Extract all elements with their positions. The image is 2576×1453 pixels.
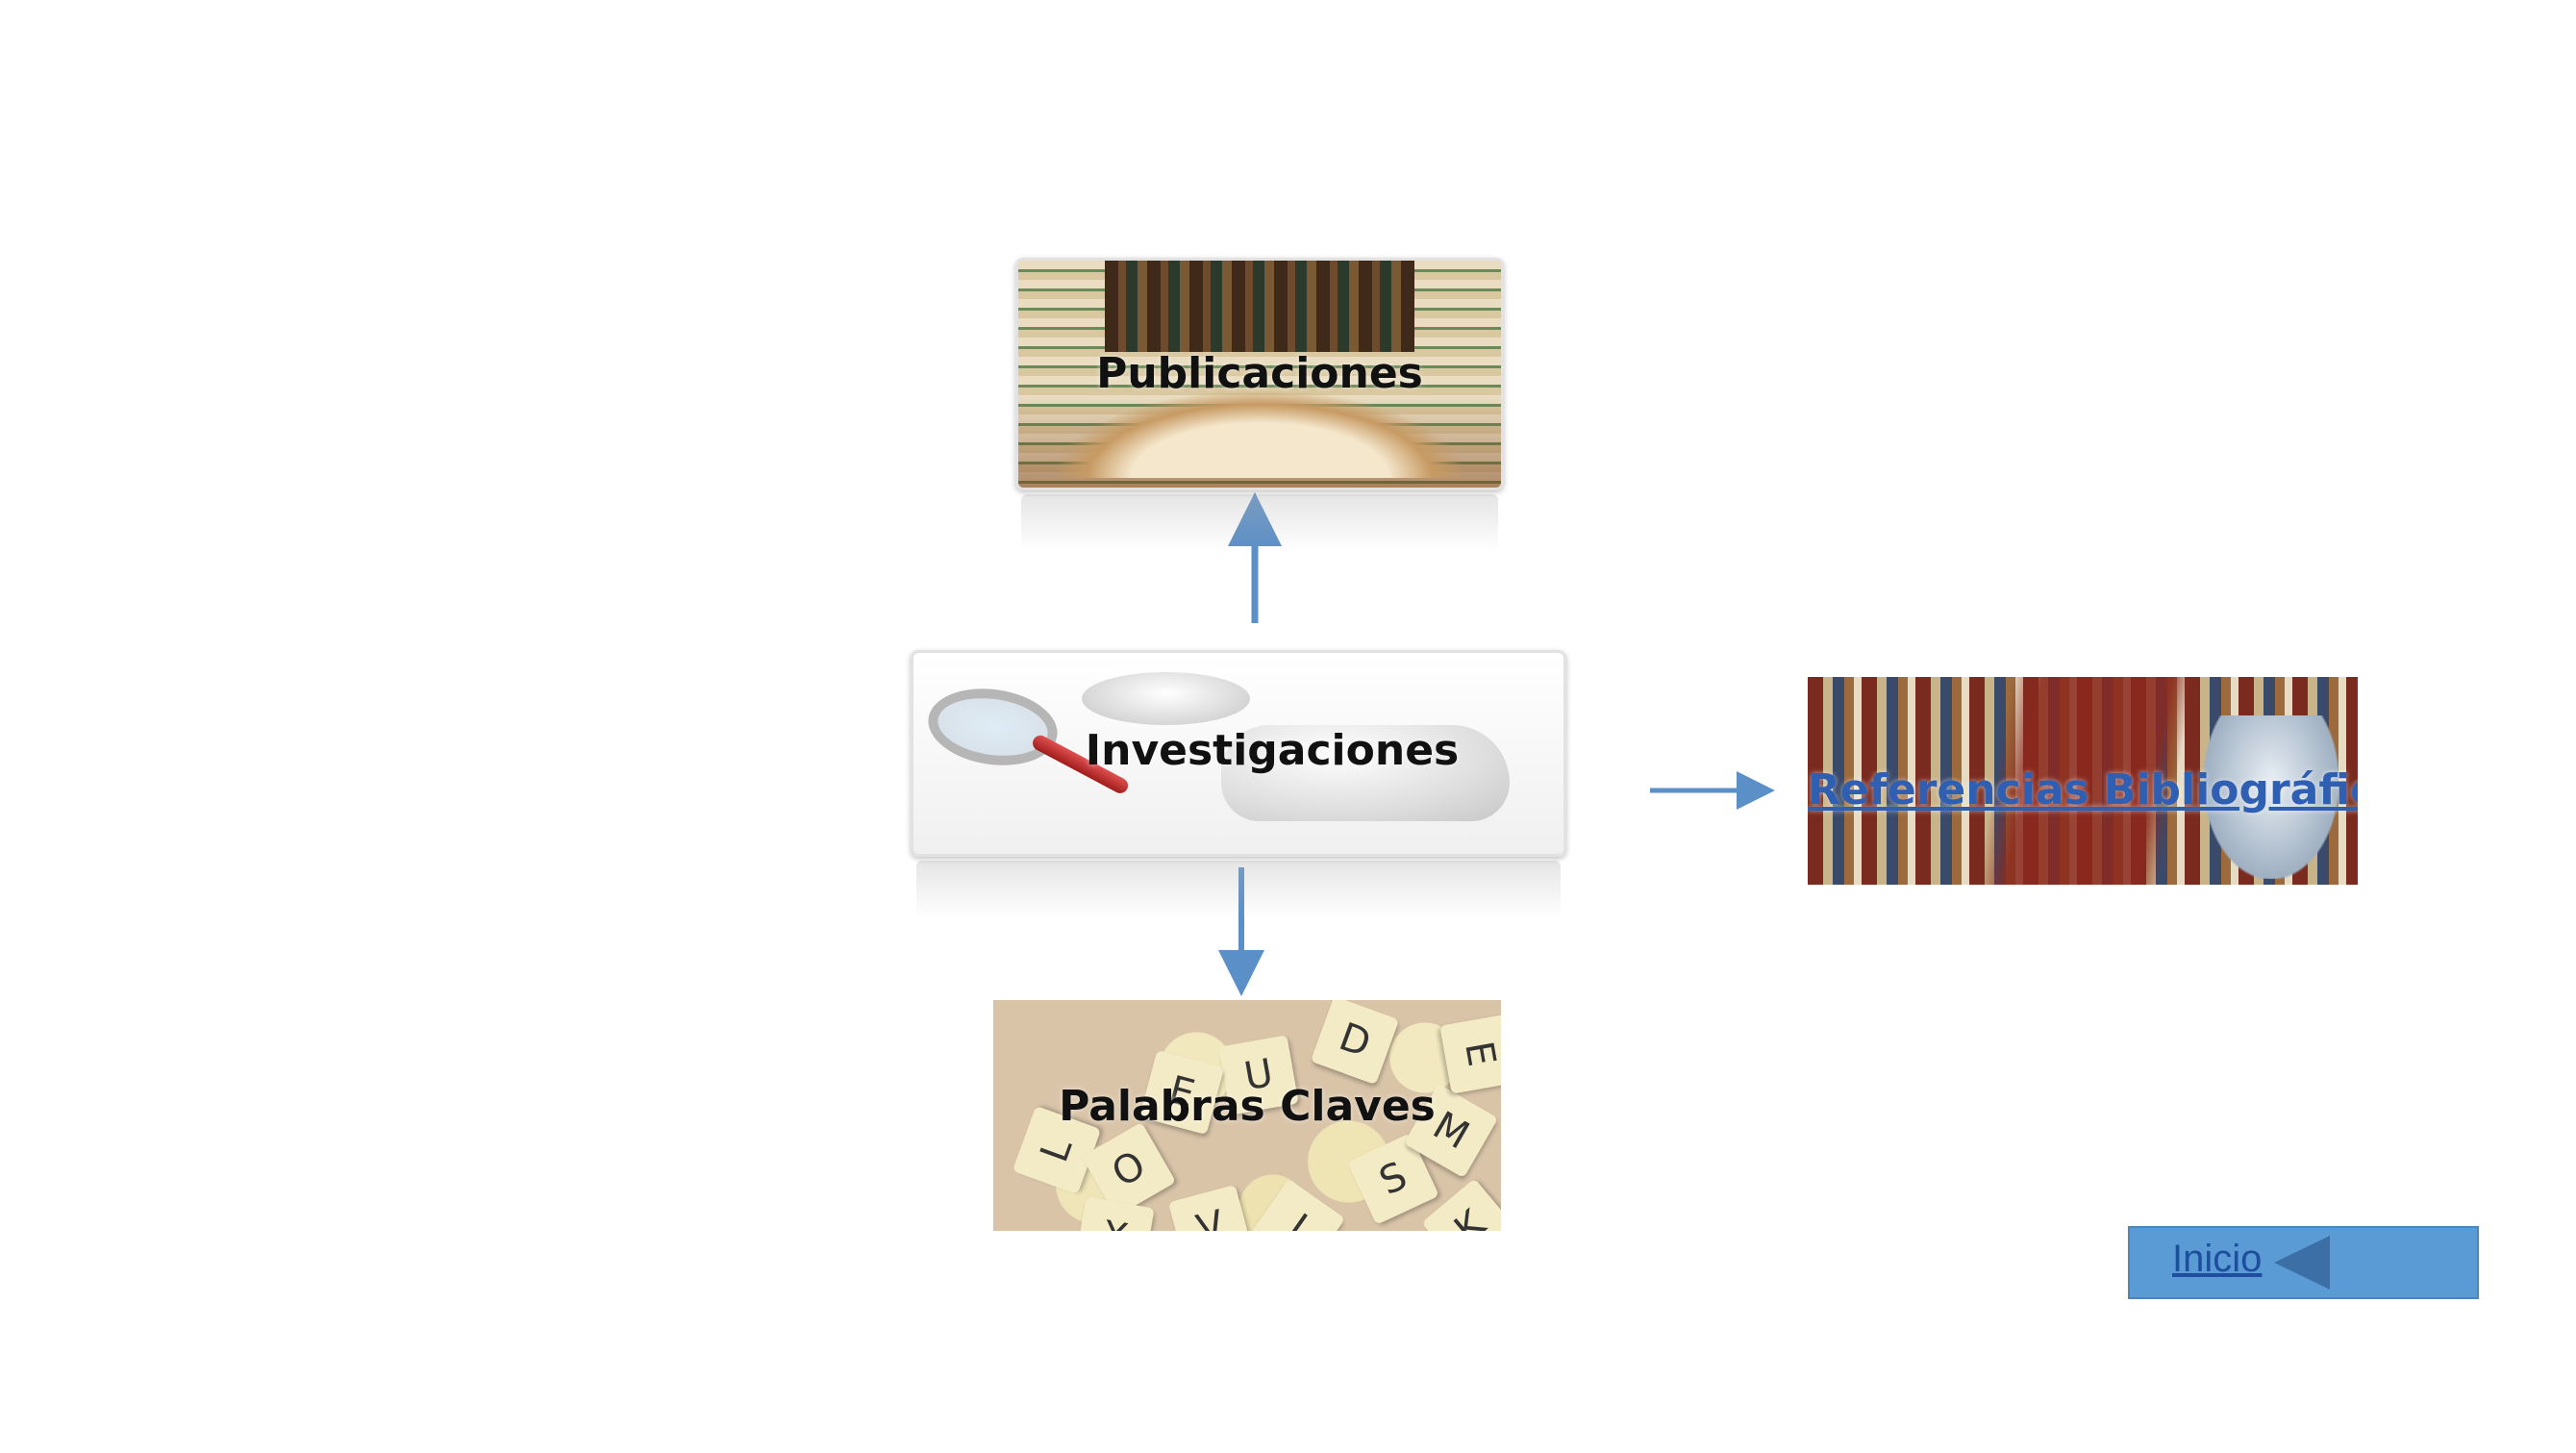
bookshelf-image	[1105, 261, 1414, 352]
investigaciones-label: Investigaciones	[1085, 726, 1460, 775]
inicio-link[interactable]: Inicio	[2172, 1238, 2263, 1280]
node-investigaciones[interactable]: Investigaciones	[911, 650, 1566, 857]
figure-head-image	[1082, 672, 1250, 725]
referencias-label: Referencias Bibliográfica	[1808, 765, 2358, 814]
node-publicaciones[interactable]: Publicaciones	[1015, 258, 1504, 490]
palabras-claves-label: Palabras Claves	[1059, 1082, 1436, 1131]
node-referencias[interactable]: Referencias Bibliográfica	[1808, 677, 2358, 885]
publicaciones-label: Publicaciones	[1096, 349, 1423, 398]
referencias-link[interactable]: Referencias Bibliográfica	[1808, 765, 2358, 814]
letter-tile: X	[1074, 1196, 1155, 1231]
letter-tile: V	[1167, 1184, 1254, 1231]
inicio-button[interactable]: Inicio	[2128, 1226, 2479, 1299]
open-book-image	[1057, 391, 1463, 478]
node-palabras-claves[interactable]: D U E L O X S M K I V E Palabras Claves	[993, 1000, 1501, 1231]
letter-tile: D	[1310, 1000, 1400, 1086]
letter-tile: I	[1248, 1178, 1346, 1231]
triangle-left-icon	[2274, 1236, 2330, 1290]
person-with-books-image	[2204, 715, 2338, 879]
figure-body-image	[1221, 725, 1510, 821]
